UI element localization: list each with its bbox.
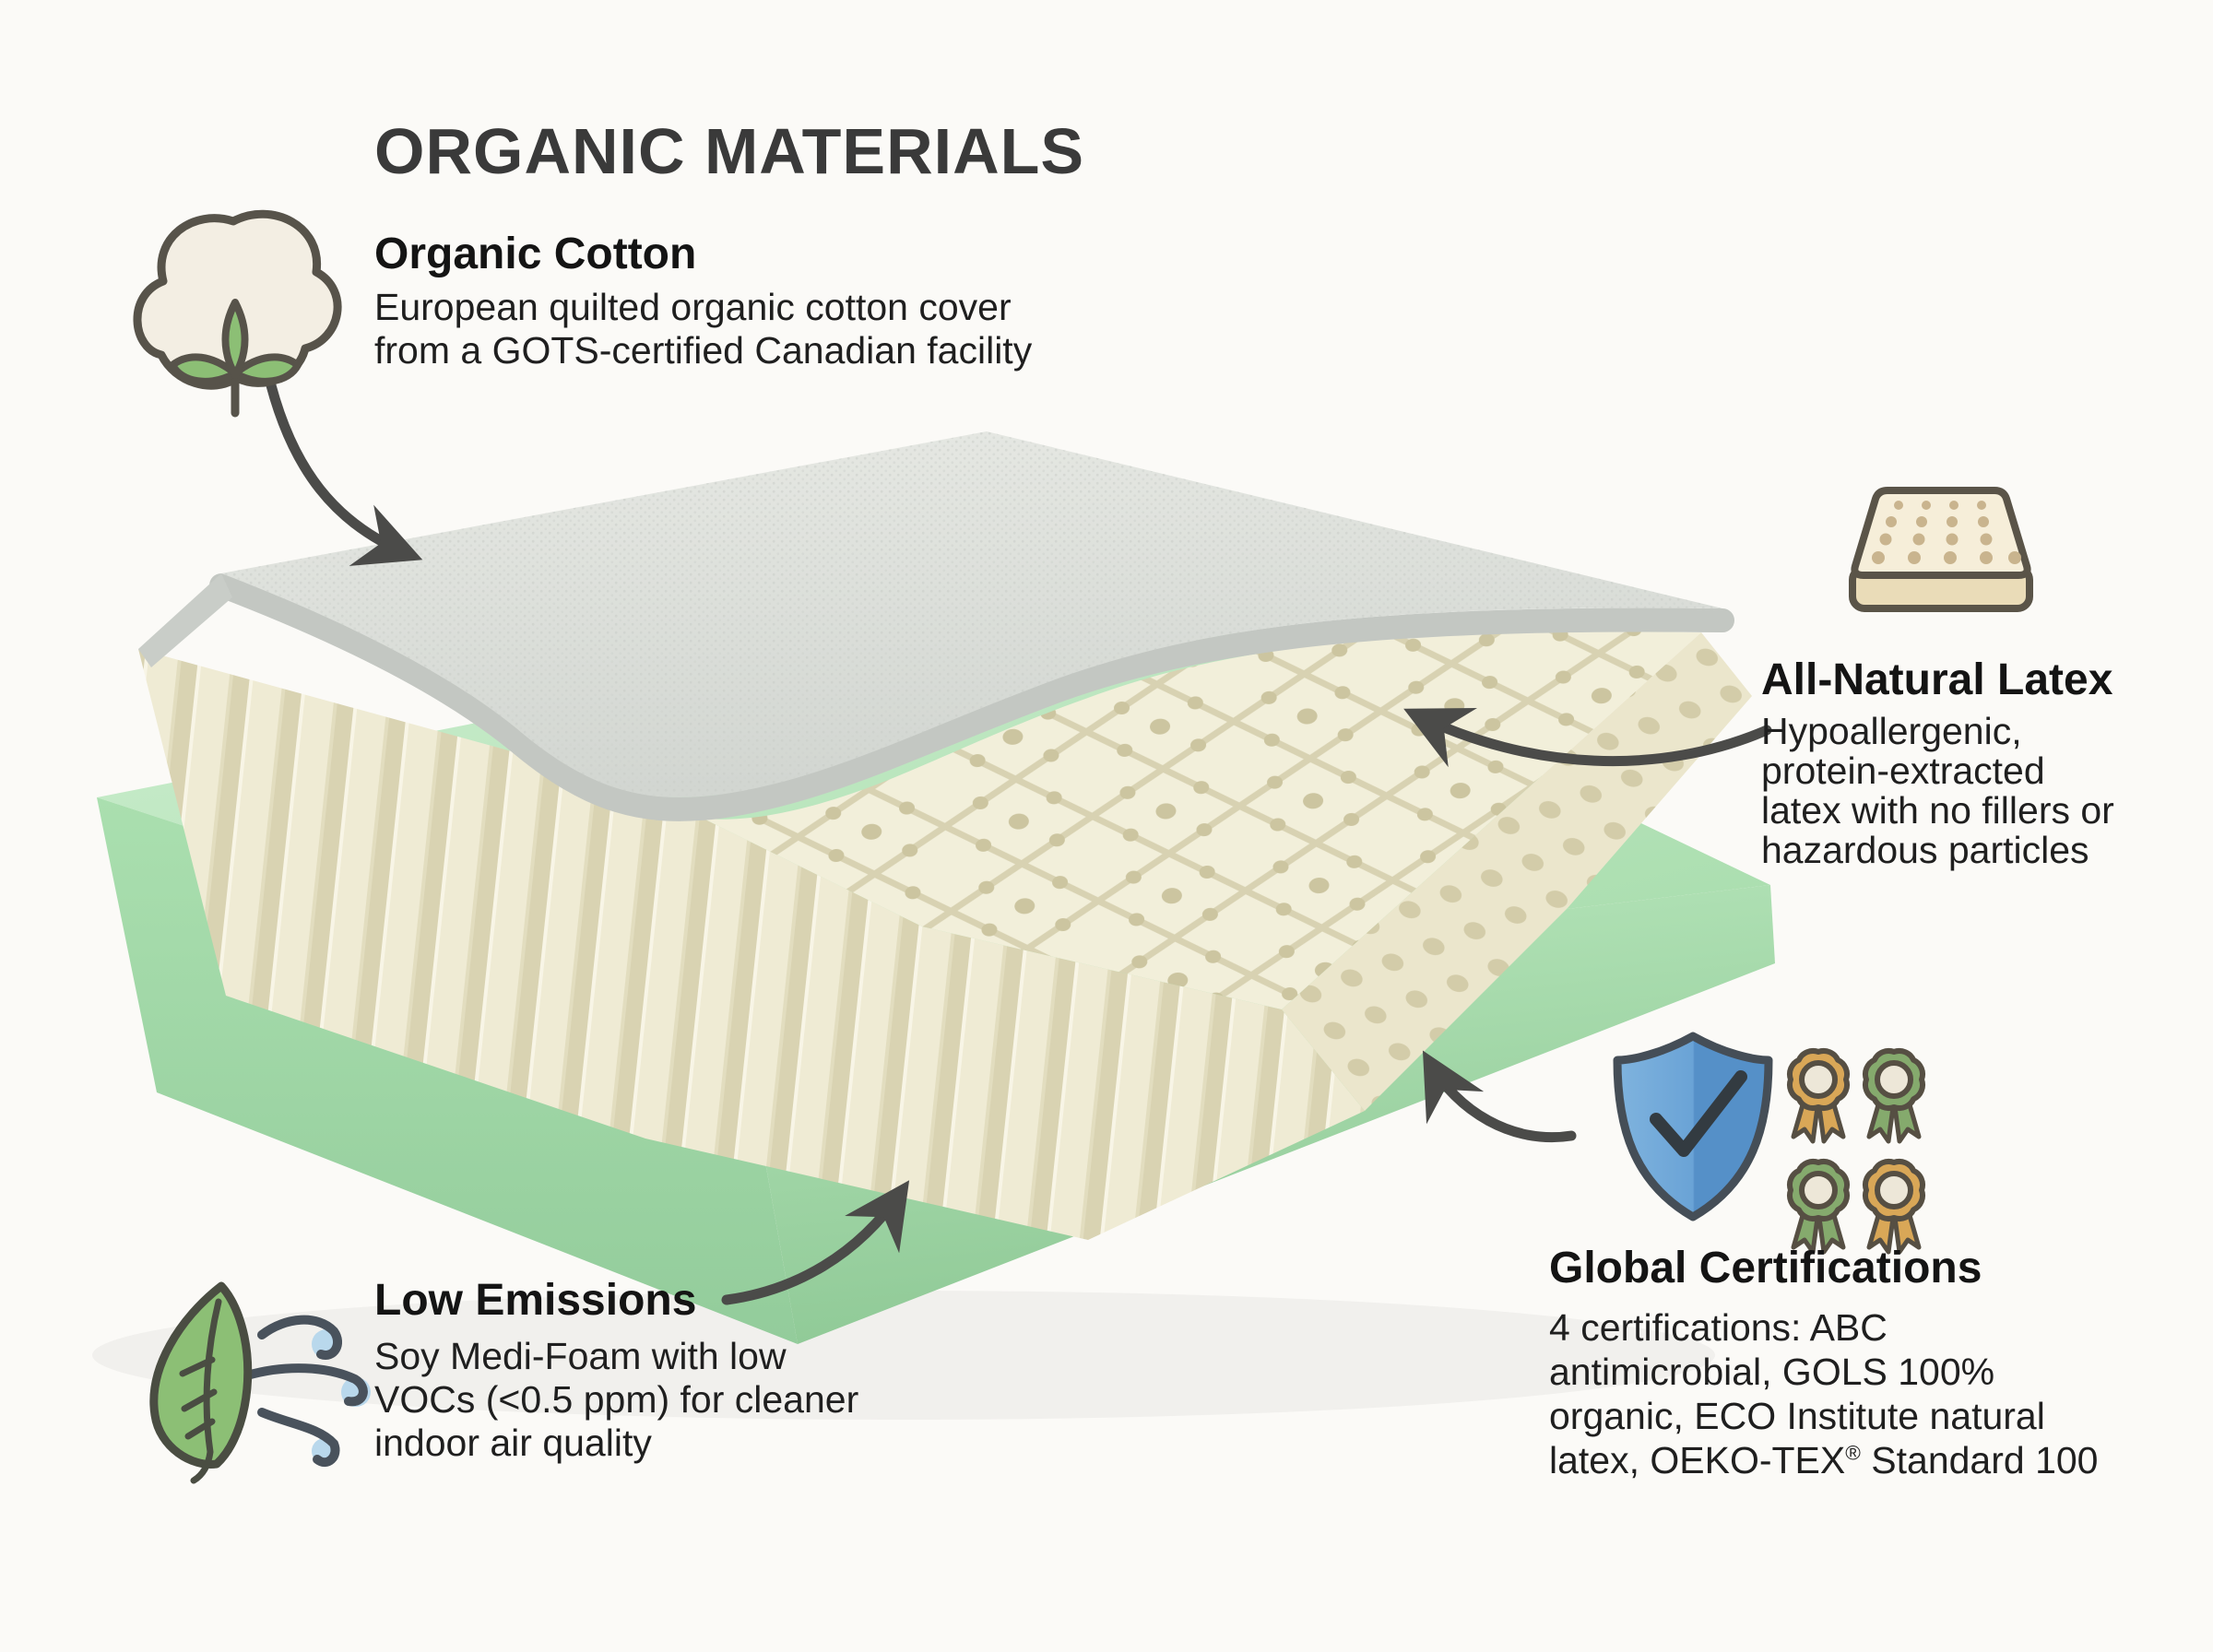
cotton-leaf xyxy=(169,299,302,385)
arrow-to-foam-right xyxy=(1422,1050,1577,1143)
emissions-line-3: indoor air quality xyxy=(374,1422,652,1464)
cert-line-2: antimicrobial, GOLS 100% xyxy=(1549,1351,1995,1393)
checkmark-icon xyxy=(1650,1070,1747,1157)
latex-section-description: Hypoallergenic, protein-extracted latex … xyxy=(1761,712,2114,870)
arrow-to-cover xyxy=(262,365,423,566)
ground-shadow xyxy=(92,1291,1715,1420)
latex-ribbed-wall xyxy=(138,649,1365,1240)
cover-edge-band xyxy=(209,573,1734,821)
cert-line-3: organic, ECO Institute natural xyxy=(1549,1395,2045,1437)
latex-line-3: latex with no fillers or xyxy=(1761,789,2114,832)
cotton-boll-icon xyxy=(124,184,346,429)
ribbon-badge-green-icon xyxy=(1790,1162,1847,1252)
annotation-arrows xyxy=(262,365,1772,1305)
certifications-icons xyxy=(1604,1012,1955,1261)
latex-right-face xyxy=(1282,632,1752,1111)
cotton-line-1: European quilted organic cotton cover xyxy=(374,286,1012,328)
page-title: ORGANIC MATERIALS xyxy=(374,115,1085,187)
latex-line-1: Hypoallergenic, xyxy=(1761,710,2022,752)
cover-left-edge xyxy=(138,573,232,667)
wind-swirls xyxy=(243,1315,371,1468)
cotton-section-heading: Organic Cotton xyxy=(374,230,697,278)
arrow-to-latex xyxy=(1403,707,1772,768)
cert-line-1: 4 certifications: ABC xyxy=(1549,1306,1888,1349)
arrow-to-foam-left xyxy=(721,1180,910,1305)
registered-trademark-symbol: ® xyxy=(1845,1441,1861,1465)
shield-check-icon xyxy=(1613,1032,1773,1221)
cotton-line-2: from a GOTS-certified Canadian facility xyxy=(374,329,1033,372)
emissions-line-1: Soy Medi-Foam with low xyxy=(374,1335,787,1377)
latex-line-4: hazardous particles xyxy=(1761,829,2089,871)
latex-section-heading: All-Natural Latex xyxy=(1761,655,2113,704)
cert-line-4: latex, OEKO-TEX® Standard 100 xyxy=(1549,1439,2099,1481)
cotton-section-description: European quilted organic cotton cover fr… xyxy=(374,286,1032,372)
ribbon-badge-orange-icon xyxy=(1865,1162,1923,1252)
leaf-icon xyxy=(149,1281,253,1484)
latex-mattress-icon xyxy=(1830,478,2052,630)
ribbon-badge-orange-icon xyxy=(1790,1051,1847,1141)
latex-line-2: protein-extracted xyxy=(1761,749,2045,792)
emissions-section-heading: Low Emissions xyxy=(374,1276,697,1325)
certifications-section-heading: Global Certifications xyxy=(1549,1244,1982,1292)
ribbon-badge-green-icon xyxy=(1865,1051,1923,1141)
latex-icon-holes xyxy=(1872,501,2021,564)
emissions-line-2: VOCs (<0.5 ppm) for cleaner xyxy=(374,1378,859,1421)
certifications-section-description: 4 certifications: ABC antimicrobial, GOL… xyxy=(1549,1305,2098,1482)
leaf-wind-icon xyxy=(129,1263,406,1493)
emissions-section-description: Soy Medi-Foam with low VOCs (<0.5 ppm) f… xyxy=(374,1335,858,1465)
cotton-cover-layer xyxy=(138,431,1734,821)
